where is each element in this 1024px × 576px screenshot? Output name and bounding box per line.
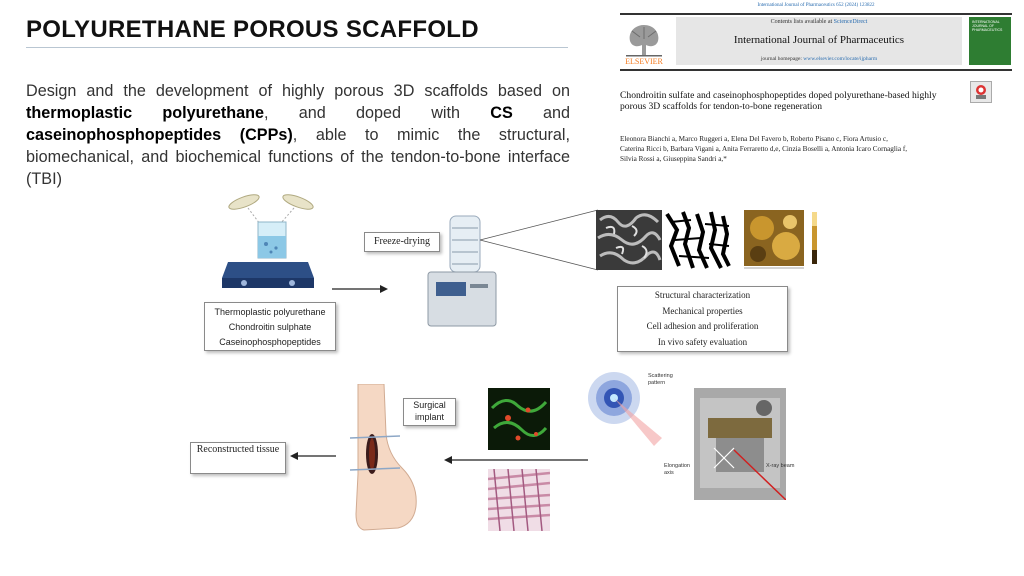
saxs-scattering-pattern-image	[584, 368, 662, 446]
description-text-3: and	[512, 104, 570, 122]
xray-beam-label: X-ray beam	[766, 463, 795, 469]
arrow-to-reconstructed	[290, 452, 336, 460]
ingredient-3: Caseinophosphopeptides	[219, 337, 321, 347]
paper-authors: Eleonora Bianchi a, Marco Ruggeri a, Ele…	[620, 134, 1000, 164]
sem-micrograph-image	[596, 210, 662, 270]
binary-porosity-image	[665, 210, 731, 270]
journal-homepage-link[interactable]: www.elsevier.com/locate/ijpharm	[803, 56, 878, 62]
analysis-cell-adhesion: Cell adhesion and proliferation	[646, 321, 759, 331]
sciencedirect-link[interactable]: ScienceDirect	[833, 19, 868, 25]
description-bold-2: CS	[490, 104, 513, 122]
description-text-2: , and doped with	[264, 104, 491, 122]
authors-line-1: Eleonora Bianchi a, Marco Ruggeri a, Ele…	[620, 135, 888, 143]
reconstructed-tissue-label: Reconstructed tissue	[190, 442, 286, 474]
afm-topography-image	[744, 210, 817, 269]
surgical-implant-label: Surgical implant	[403, 398, 456, 426]
paper-title: Chondroitin sulfate and caseinophosphope…	[620, 90, 937, 112]
analysis-box: Structural characterization Mechanical p…	[617, 286, 788, 352]
journal-homepage-line: journal homepage: www.elsevier.com/locat…	[676, 56, 962, 62]
slide-title: POLYURETHANE POROUS SCAFFOLD	[26, 16, 479, 43]
ingredients-box: Thermoplastic polyurethane Chondroitin s…	[204, 302, 336, 351]
authors-line-3: Silvia Rossi a, Giuseppina Sandri a,*	[620, 155, 727, 163]
title-divider	[26, 47, 568, 48]
description-text-1: Design and the development of highly por…	[26, 82, 570, 100]
hotplate-beaker-illustration	[222, 194, 314, 288]
journal-contents-line: Contents lists available at ScienceDirec…	[676, 19, 962, 25]
histology-section-image	[488, 469, 550, 531]
journal-top-rule	[620, 13, 1012, 15]
elsevier-wordmark: ELSEVIER	[625, 57, 663, 66]
scattering-pattern-label: Scattering pattern	[648, 373, 673, 386]
freeze-drying-label: Freeze-drying	[364, 232, 440, 252]
ankle-implant-illustration	[349, 384, 417, 531]
description-text-4: , able to mimic the structural, biomecha…	[26, 126, 570, 188]
tensile-stage-photo	[694, 388, 786, 500]
elongation-axis-label: Elongation axis	[664, 463, 690, 476]
description-bold-3: caseinophosphopeptides (CPPs)	[26, 126, 293, 144]
arrow-to-histology	[444, 456, 588, 464]
authors-line-2: Caterina Ricci b, Barbara Vigani a, Anit…	[620, 145, 908, 153]
analysis-structural: Structural characterization	[654, 290, 751, 300]
freeze-dryer-illustration	[427, 215, 497, 327]
journal-cover-title: INTERNATIONAL JOURNAL OF PHARMACEUTICS	[972, 20, 1003, 32]
ingredient-1: Thermoplastic polyurethane	[214, 307, 326, 317]
elsevier-tree-logo	[620, 17, 668, 65]
homepage-prefix: journal homepage:	[760, 56, 804, 62]
analysis-in-vivo: In vivo safety evaluation	[657, 336, 748, 347]
description-bold-1: thermoplastic polyurethane	[26, 104, 265, 122]
journal-cover-thumbnail	[969, 17, 1011, 65]
slide-description: Design and the development of highly por…	[26, 80, 570, 190]
journal-bottom-rule	[620, 69, 1012, 71]
journal-citation: International Journal of Pharmaceutics 6…	[757, 3, 875, 8]
zoom-lines	[479, 209, 599, 271]
fluorescence-micrograph-image	[488, 388, 550, 450]
journal-name: International Journal of Pharmaceutics	[733, 34, 905, 46]
contents-prefix: Contents lists available at	[770, 19, 834, 25]
ingredient-2: Chondroitin sulphate	[228, 322, 312, 332]
analysis-mechanical: Mechanical properties	[662, 305, 743, 316]
journal-banner	[676, 17, 962, 65]
arrow-to-freezedryer	[332, 285, 388, 293]
crossmark-icon[interactable]	[970, 81, 992, 103]
